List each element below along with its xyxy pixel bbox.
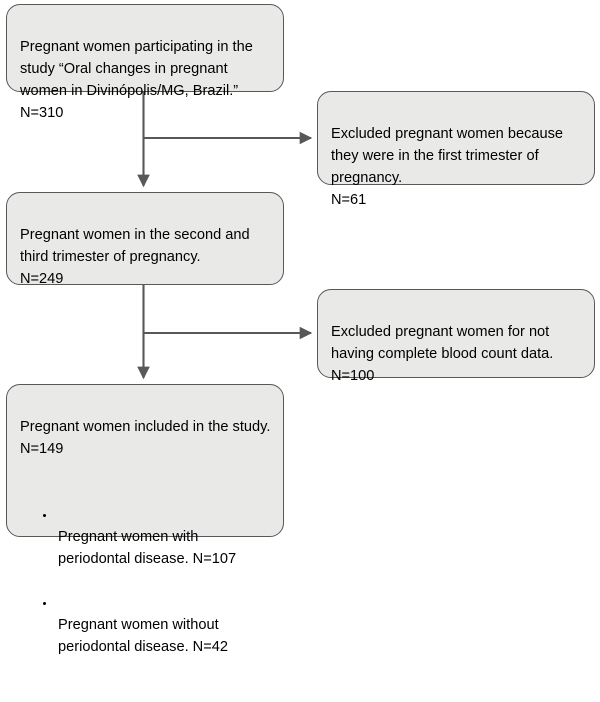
included-subgroup-without-disease: Pregnant women without periodontal disea…	[58, 617, 228, 655]
flowchart: Pregnant women participating in the stud…	[6, 4, 595, 655]
enrolled-node: Pregnant women participating in the stud…	[6, 4, 284, 121]
included-subgroup-with-disease: Pregnant women with periodontal disease.…	[58, 529, 237, 567]
list-item: Pregnant women with periodontal disease.…	[42, 504, 271, 570]
excluded-first-trimester-node-text: Excluded pregnant women because they wer…	[331, 126, 564, 208]
eligible-node: Pregnant women in the second and third t…	[6, 192, 284, 287]
included-node: Pregnant women included in the study. N=…	[6, 384, 284, 655]
included-node-heading: Pregnant women included in the study. N=…	[20, 419, 271, 457]
list-item: Pregnant women without periodontal disea…	[42, 592, 271, 658]
excluded-no-blood-count-node: Excluded pregnant women for not having c…	[317, 289, 595, 384]
excluded-first-trimester-node: Excluded pregnant women because they wer…	[317, 91, 595, 208]
included-subgroup-list: Pregnant women with periodontal disease.…	[20, 482, 271, 680]
eligible-node-text: Pregnant women in the second and third t…	[20, 227, 250, 287]
enrolled-node-text: Pregnant women participating in the stud…	[20, 39, 253, 121]
excluded-no-blood-count-node-text: Excluded pregnant women for not having c…	[331, 324, 554, 384]
